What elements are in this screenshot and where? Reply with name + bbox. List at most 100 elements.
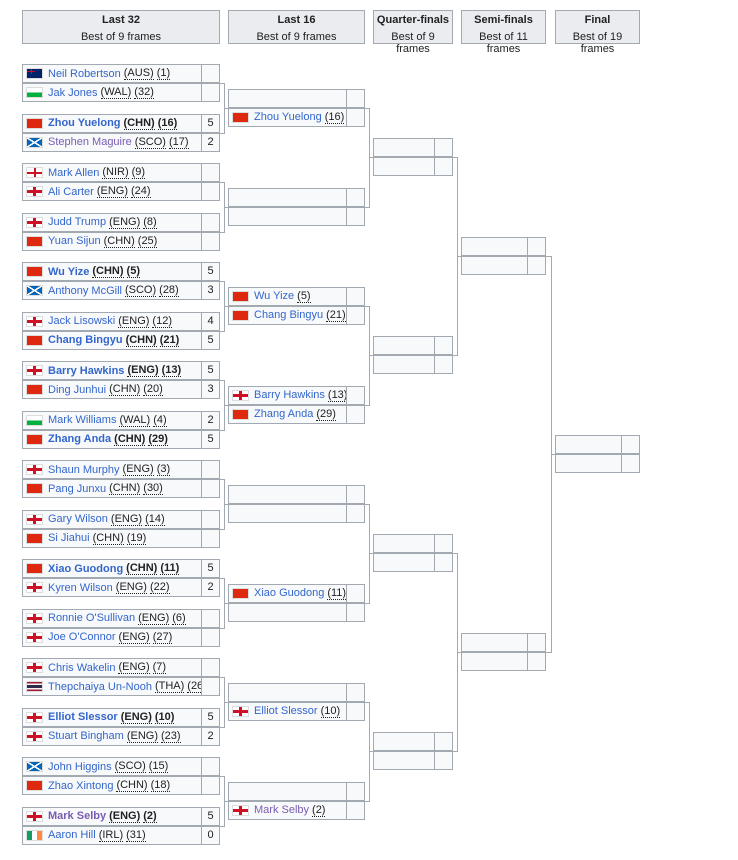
seed: (10) [154, 710, 175, 724]
connector-line [220, 132, 224, 134]
eng-flag-icon [26, 186, 43, 197]
chn-flag-icon [232, 408, 249, 420]
player-link[interactable]: Zhang Anda [48, 433, 112, 445]
player-link[interactable]: Shaun Murphy [48, 463, 120, 476]
eng-flag-icon [26, 730, 43, 742]
score [435, 355, 453, 375]
country-code: (CHN) [92, 531, 124, 545]
player-cell: Joe O'Connor(ENG)(27) [22, 627, 202, 647]
country-code: (SCO) [114, 760, 146, 773]
player-link[interactable]: Mark Selby [254, 804, 310, 817]
round-title: Quarter-finals [376, 14, 450, 26]
player-link[interactable]: Chang Bingyu [254, 309, 324, 322]
player-link[interactable]: Mark Williams [48, 414, 117, 426]
match-slot [373, 157, 453, 177]
score [347, 107, 365, 127]
player-link[interactable]: Barry Hawkins [254, 389, 325, 402]
player-link[interactable]: Joe O'Connor [48, 631, 116, 643]
player-cell: Chris Wakelin(ENG)(7) [22, 658, 202, 677]
eng-flag-icon [26, 631, 43, 643]
country-code: (CHN) [103, 234, 135, 248]
player-link[interactable]: Mark Selby [48, 810, 107, 822]
player-cell: Chang Bingyu(21) [228, 305, 347, 325]
player-link[interactable]: Xiao Guodong [254, 587, 325, 600]
player-link[interactable]: Gary Wilson [48, 513, 108, 525]
player-link[interactable]: Chang Bingyu [48, 334, 123, 346]
score: 5 [202, 559, 220, 578]
connector-line [220, 429, 224, 431]
player-link[interactable]: Ali Carter [48, 185, 94, 198]
match-slot: Wu Yize(CHN)(5)5 [22, 262, 220, 281]
player-link[interactable]: Zhao Xintong [48, 779, 114, 792]
player-link[interactable]: Aaron Hill [48, 829, 96, 841]
player-link[interactable]: Yuan Sijun [48, 235, 101, 247]
match-slot: Zhou Yuelong(CHN)(16)5 [22, 113, 220, 133]
score [202, 677, 220, 696]
player-link[interactable]: Neil Robertson [48, 67, 121, 80]
match-slot: Elliot Slessor(10) [228, 701, 365, 721]
player-link[interactable]: Kyren Wilson [48, 581, 113, 594]
player-link[interactable]: Wu Yize [254, 290, 295, 303]
player-cell: Wu Yize(CHN)(5) [22, 262, 202, 281]
match-slot [228, 682, 365, 702]
match-slot: John Higgins(SCO)(15) [22, 757, 220, 776]
score [347, 682, 365, 702]
player-link[interactable]: Zhang Anda [254, 408, 314, 421]
player-link[interactable]: Barry Hawkins [48, 364, 125, 377]
player-link[interactable]: Stephen Maguire [48, 136, 132, 148]
score [202, 83, 220, 102]
seed: (31) [126, 828, 146, 842]
irl-flag-icon [26, 829, 43, 841]
player-link[interactable]: Ronnie O'Sullivan [48, 612, 136, 624]
score [347, 583, 365, 603]
player-link[interactable]: Judd Trump [48, 216, 107, 228]
player-link[interactable]: Thepchaiya Un-Nooh [48, 680, 152, 693]
country-code: (SCO) [134, 135, 166, 149]
connector-line [224, 602, 228, 604]
player-link[interactable]: Mark Allen [48, 166, 100, 179]
score: 0 [202, 825, 220, 845]
connector-line [220, 281, 224, 282]
player-cell: Aaron Hill(IRL)(31) [22, 825, 202, 845]
player-cell [461, 256, 528, 276]
player-link[interactable]: Xiao Guodong [48, 562, 124, 575]
match-slot: Gary Wilson(ENG)(14) [22, 509, 220, 529]
eng-flag-icon [232, 705, 249, 717]
player-link[interactable]: John Higgins [48, 760, 112, 773]
round-format: Best of 9 frames [256, 31, 337, 43]
player-link[interactable]: Jack Lisowski [48, 315, 116, 327]
match-slot: Thepchaiya Un-Nooh(THA)(26) [22, 677, 220, 696]
eng-flag-icon [26, 662, 43, 673]
player-link[interactable]: Chris Wakelin [48, 661, 116, 674]
player-link[interactable]: Stuart Bingham [48, 730, 124, 742]
match-slot: Yuan Sijun(CHN)(25) [22, 231, 220, 251]
country-code: (CHN) [116, 779, 148, 792]
player-link[interactable]: Si Jiahui [48, 532, 90, 544]
connector-line [551, 454, 555, 456]
player-link[interactable]: Zhou Yuelong [254, 111, 322, 124]
score [202, 658, 220, 677]
player-link[interactable]: Zhou Yuelong [48, 117, 121, 129]
match-slot: Chris Wakelin(ENG)(7) [22, 658, 220, 677]
match-slot: Ding Junhui(CHN)(20)3 [22, 380, 220, 399]
player-link[interactable]: Anthony McGill [48, 284, 122, 297]
player-cell [555, 454, 622, 474]
score: 5 [202, 330, 220, 350]
round-title: Final [584, 14, 611, 26]
score [202, 627, 220, 647]
player-link[interactable]: Jak Jones [48, 86, 98, 99]
connector-line [546, 256, 551, 258]
match-slot: Mark Allen(NIR)(9) [22, 163, 220, 182]
player-link[interactable]: Wu Yize [48, 265, 90, 278]
player-link[interactable]: Pang Junxu [48, 482, 107, 495]
seed: (23) [161, 729, 181, 743]
connector-line [220, 726, 224, 728]
player-link[interactable]: Ding Junhui [48, 383, 107, 396]
player-link[interactable]: Elliot Slessor [254, 705, 318, 718]
seed: (19) [126, 531, 147, 545]
connector-line [224, 404, 228, 406]
country-code: (CHN) [109, 482, 141, 495]
player-cell [373, 751, 435, 771]
player-cell: Zhang Anda(CHN)(29) [22, 429, 202, 449]
player-link[interactable]: Elliot Slessor [48, 711, 118, 723]
